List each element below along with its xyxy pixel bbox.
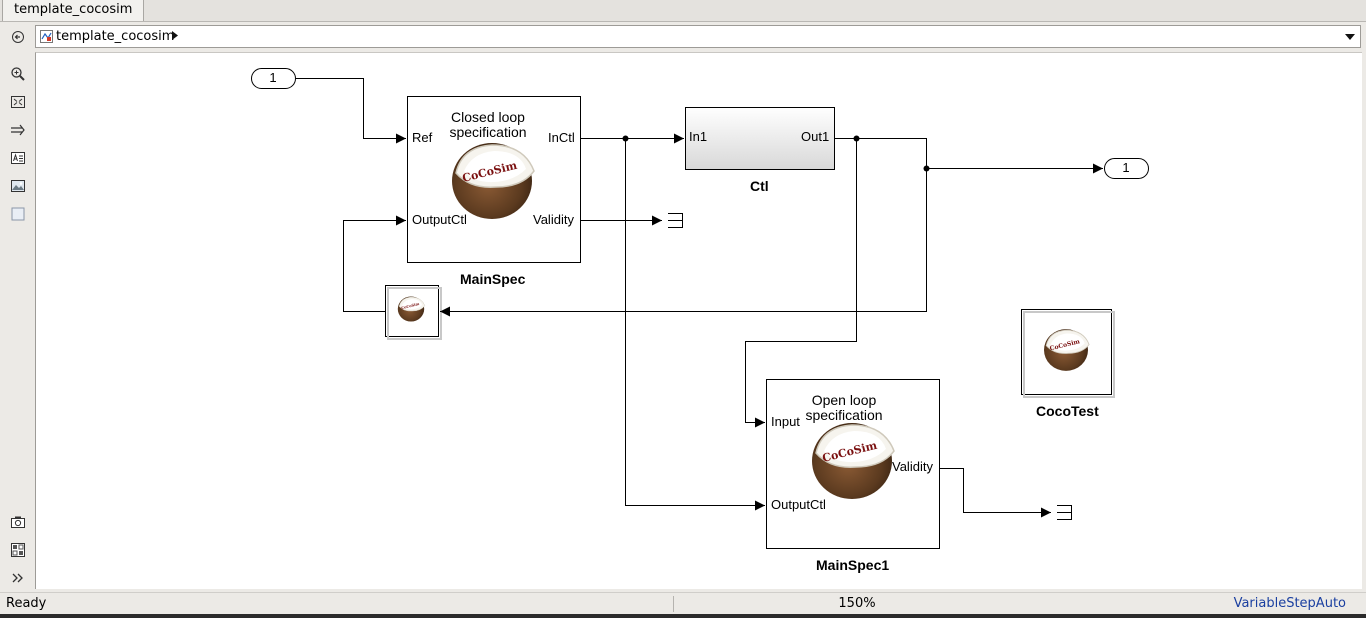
mainspec1-port-outputctl: OutputCtl — [771, 497, 826, 512]
ctl-name[interactable]: Ctl — [750, 178, 769, 194]
mainspec1-port-validity: Validity — [892, 459, 933, 474]
annotation-icon — [10, 151, 25, 164]
window-bottom-edge — [0, 614, 1366, 618]
area-icon — [11, 207, 24, 220]
model-browser-icon — [10, 542, 25, 557]
image-button[interactable] — [8, 176, 27, 195]
mainspec-title-line2: specification — [449, 124, 527, 140]
address-path[interactable]: template_cocosim — [56, 29, 175, 44]
status-bar: Ready 150% VariableStepAuto — [0, 592, 1366, 614]
mainspec-port-outputctl: OutputCtl — [412, 212, 467, 227]
expand-toolbar-button[interactable] — [8, 568, 27, 587]
arrows-icon — [10, 124, 25, 135]
annotation-button[interactable] — [8, 148, 27, 167]
zoom-icon — [10, 66, 25, 81]
model-icon — [40, 30, 53, 43]
arrows-button[interactable] — [8, 120, 27, 139]
tab-bar: template_cocosim — [0, 0, 1366, 22]
mainspec-title-line1: Closed loop — [451, 109, 525, 125]
fit-view-button[interactable] — [8, 92, 27, 111]
ctl-block[interactable] — [685, 107, 835, 170]
zoom-level[interactable]: 150% — [673, 596, 1040, 612]
mainspec1-block[interactable]: Open loop specification — [764, 393, 924, 423]
mainspec-port-inctl: InCtl — [548, 130, 575, 145]
mainspec1-title-line1: Open loop — [811, 392, 877, 408]
hide-browser-icon — [11, 30, 24, 43]
area-button[interactable] — [8, 204, 27, 223]
mainspec1-name[interactable]: MainSpec1 — [816, 557, 890, 573]
ctl-port-out1: Out1 — [801, 129, 830, 144]
zoom-button[interactable] — [8, 64, 27, 83]
expand-icon — [12, 573, 23, 582]
mainspec1-title-line2: specification — [805, 407, 883, 423]
mainspec-port-validity: Validity — [533, 212, 574, 227]
address-bar[interactable]: template_cocosim — [35, 25, 1361, 48]
chevron-down-icon[interactable] — [1345, 34, 1355, 40]
delay-block[interactable] — [385, 285, 439, 337]
hide-browser-button[interactable] — [8, 27, 27, 46]
breadcrumb-arrow-icon[interactable] — [172, 31, 178, 40]
camera-button[interactable] — [8, 512, 27, 531]
left-toolbar — [0, 22, 35, 592]
cocotest-block[interactable] — [1021, 309, 1112, 395]
model-canvas[interactable]: CoCoSim — [35, 52, 1362, 589]
mainspec1-port-input: Input — [771, 414, 800, 429]
cocotest-name[interactable]: CocoTest — [1036, 403, 1099, 419]
image-icon — [10, 179, 25, 192]
diagram-lines: CoCoSim — [251, 68, 1149, 549]
solver-link[interactable]: VariableStepAuto — [1233, 596, 1346, 611]
status-text: Ready — [6, 596, 47, 611]
fit-view-icon — [10, 95, 25, 108]
mainspec-name[interactable]: MainSpec — [460, 271, 526, 287]
mainspec-port-ref: Ref — [412, 130, 433, 145]
tab-template-cocosim[interactable]: template_cocosim — [2, 0, 145, 21]
camera-icon — [10, 516, 25, 528]
ctl-port-in1: In1 — [689, 129, 708, 144]
model-browser-button[interactable] — [8, 540, 27, 559]
mainspec-block[interactable]: Closed loop specification — [408, 110, 568, 140]
outport-1[interactable]: 1 — [1122, 160, 1130, 175]
inport-1[interactable]: 1 — [269, 70, 277, 85]
